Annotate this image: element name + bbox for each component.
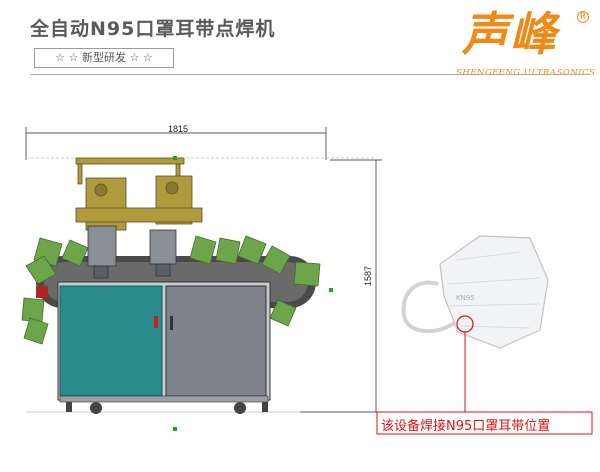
main-cabinet bbox=[57, 281, 271, 403]
reference-markers bbox=[173, 156, 333, 431]
top-gantry bbox=[75, 157, 203, 231]
height-dimension-label: 1587 bbox=[363, 265, 373, 286]
width-dimension-label: 1815 bbox=[168, 124, 189, 134]
welding-heads bbox=[87, 225, 177, 279]
motor-block bbox=[36, 286, 48, 298]
registered-mark-icon: R bbox=[577, 11, 589, 23]
subtitle-badge: ☆ ☆ 新型研发 ☆ ☆ bbox=[34, 48, 174, 68]
brand-logo: 声峰 bbox=[462, 7, 558, 61]
n95-mask-illustration: KN95 bbox=[401, 235, 549, 349]
brand-english-name: SHENGFENG ULTRASONICS bbox=[456, 68, 596, 78]
casters bbox=[66, 402, 268, 414]
conveyor-flaps bbox=[21, 235, 321, 345]
dimension-lines bbox=[25, 127, 382, 413]
weld-position-callout: 该设备焊接N95口罩耳带位置 bbox=[381, 419, 551, 434]
callout-box bbox=[376, 411, 593, 435]
page-title: 全自动N95口罩耳带点焊机 bbox=[30, 18, 276, 40]
header-divider bbox=[30, 74, 590, 75]
svg-text:KN95: KN95 bbox=[456, 294, 475, 302]
